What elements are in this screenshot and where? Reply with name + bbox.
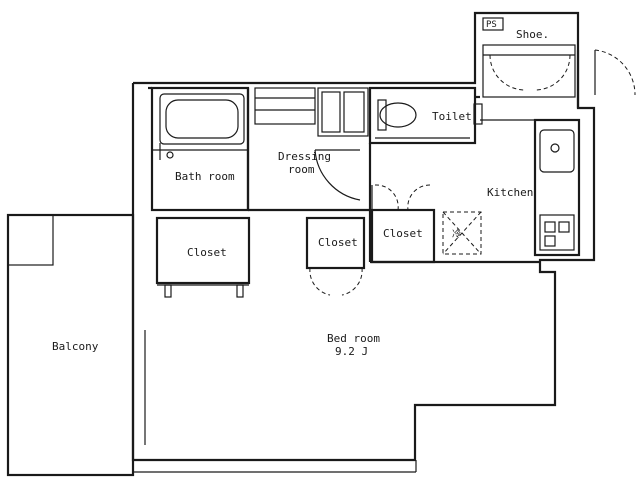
kitchen-counter [480, 118, 581, 257]
toilet-label: Toilet [432, 110, 472, 123]
bathroom-unit [150, 86, 250, 212]
dressing-room-label-line1: Dressing [278, 150, 331, 163]
bedroom-label: Bed room [327, 332, 380, 345]
closet-mid [305, 216, 366, 296]
closet-left [155, 216, 251, 298]
outer-walls [131, 11, 596, 462]
dressing-room-fixtures [248, 87, 370, 212]
balcony-label: Balcony [52, 340, 99, 353]
ps-label: PS [486, 20, 497, 30]
toilet-room [368, 86, 483, 145]
kitchen-label: Kitchen [487, 186, 533, 199]
dressing-room-label-line2: room [288, 163, 315, 176]
entrance-shoe-closet [475, 17, 636, 99]
closet-left-label: Closet [187, 246, 227, 259]
shoe-closet-label: Shoe. [516, 28, 549, 41]
closet-right-label: Closet [383, 227, 423, 240]
bedroom-size-label: 9.2 J [335, 345, 368, 358]
interior-walls [144, 86, 540, 445]
fridge-label: 冷 [452, 228, 461, 240]
balcony-area [6, 213, 417, 477]
fridge-space [420, 211, 482, 263]
bath-room-label: Bath room [175, 170, 235, 183]
closet-mid-label: Closet [318, 236, 358, 249]
closet-right [370, 184, 436, 264]
